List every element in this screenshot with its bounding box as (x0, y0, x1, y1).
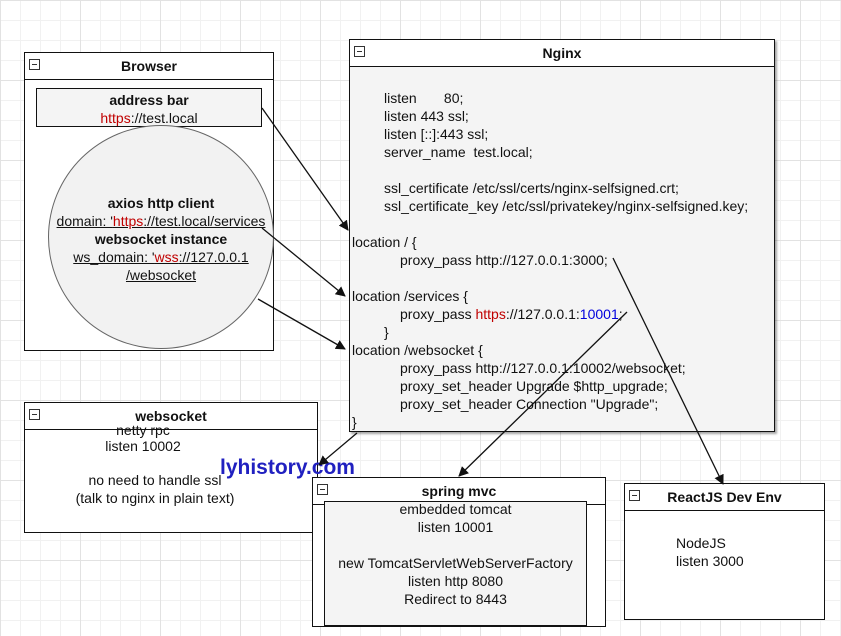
nginx-header: Nginx (350, 40, 774, 67)
nginx-listen80: listen 80; (384, 90, 464, 106)
spring-line2: listen 10001 (417, 519, 494, 535)
address-bar-title: address bar (109, 92, 189, 108)
proxy-services-scheme: https (475, 306, 506, 322)
nginx-header-upgrade: proxy_set_header Upgrade $http_upgrade; (400, 378, 668, 394)
collapse-icon[interactable] (629, 490, 640, 501)
tomcat-box (324, 501, 587, 626)
address-scheme: https (100, 110, 131, 126)
spring-line3: new TomcatServletWebServerFactory (338, 555, 573, 571)
nginx-final-brace: } (352, 414, 357, 430)
nginx-location-services: location /services { (352, 288, 468, 304)
nginx-proxy-websocket: proxy_pass http://127.0.0.1:10002/websoc… (400, 360, 686, 376)
collapse-icon[interactable] (317, 484, 328, 495)
nginx-proxy-root: proxy_pass http://127.0.0.1:3000; (400, 252, 608, 268)
spring-line5: Redirect to 8443 (404, 591, 507, 607)
client-circle (48, 125, 274, 349)
websocket-instance-title: websocket instance (94, 231, 228, 247)
reactjs-header: ReactJS Dev Env (625, 484, 824, 511)
proxy-services-host: ://127.0.0.1: (505, 306, 580, 322)
spring-mvc-title: spring mvc (421, 483, 497, 499)
collapse-icon[interactable] (354, 46, 365, 57)
websocket-line2: listen 10002 (105, 438, 181, 454)
nginx-ssl-cert: ssl_certificate /etc/ssl/certs/nginx-sel… (384, 180, 679, 196)
watermark-text: lyhistory.com (220, 456, 355, 479)
axios-title: axios http client (107, 195, 215, 211)
address-bar-url: https://test.local (37, 109, 261, 127)
browser-header: Browser (25, 53, 273, 80)
reactjs-box: ReactJS Dev Env (624, 483, 825, 620)
nginx-title: Nginx (542, 45, 582, 61)
ws-prefix: ws_domain: ' (73, 249, 155, 265)
reactjs-title: ReactJS Dev Env (667, 489, 782, 505)
nginx-header-connection: proxy_set_header Connection "Upgrade"; (400, 396, 659, 412)
arrow-axios-to-location-services (261, 227, 346, 297)
nginx-listen443: listen 443 ssl; (384, 108, 469, 124)
ws-domain: ws_domain: 'wss://127.0.0.1 (48, 248, 274, 266)
proxy-services-end: ; (618, 306, 623, 322)
websocket-box: websocket (24, 402, 318, 533)
spring-line4: listen http 8080 (408, 573, 503, 589)
browser-title: Browser (120, 58, 178, 74)
domain-rest: ://test.local/services (143, 213, 266, 229)
ws-rest: ://127.0.0.1 (178, 249, 249, 265)
domain-scheme: https (112, 213, 144, 229)
domain-prefix: domain: ' (56, 213, 113, 229)
nginx-close-brace: } (384, 324, 389, 340)
websocket-line4: (talk to nginx in plain text) (75, 490, 235, 506)
nginx-listen-ipv6: listen [::]:443 ssl; (384, 126, 489, 142)
nginx-location-root: location / { (352, 234, 417, 250)
address-rest: ://test.local (130, 110, 198, 126)
nginx-ssl-key: ssl_certificate_key /etc/ssl/privatekey/… (384, 198, 749, 214)
websocket-line1: netty rpc (116, 422, 170, 438)
reactjs-line1: NodeJS (676, 535, 726, 551)
proxy-services-port: 10001 (579, 306, 619, 322)
spring-line1: embedded tomcat (399, 501, 512, 517)
websocket-line3: no need to handle ssl (88, 472, 222, 488)
websocket-header: websocket (25, 403, 317, 430)
websocket-title: websocket (135, 408, 207, 424)
reactjs-line2: listen 3000 (676, 553, 744, 569)
address-bar-box: address bar https://test.local (36, 88, 262, 127)
nginx-proxy-services: proxy_pass https://127.0.0.1:10001; (400, 305, 623, 323)
collapse-icon[interactable] (29, 59, 40, 70)
collapse-icon[interactable] (29, 409, 40, 420)
proxy-services-pre: proxy_pass (400, 306, 476, 322)
ws-path: /websocket (125, 267, 197, 283)
nginx-server-name: server_name test.local; (384, 144, 533, 160)
ws-scheme: wss (154, 249, 179, 265)
nginx-location-websocket: location /websocket { (352, 342, 483, 358)
axios-domain: domain: 'https://test.local/services (44, 212, 278, 230)
